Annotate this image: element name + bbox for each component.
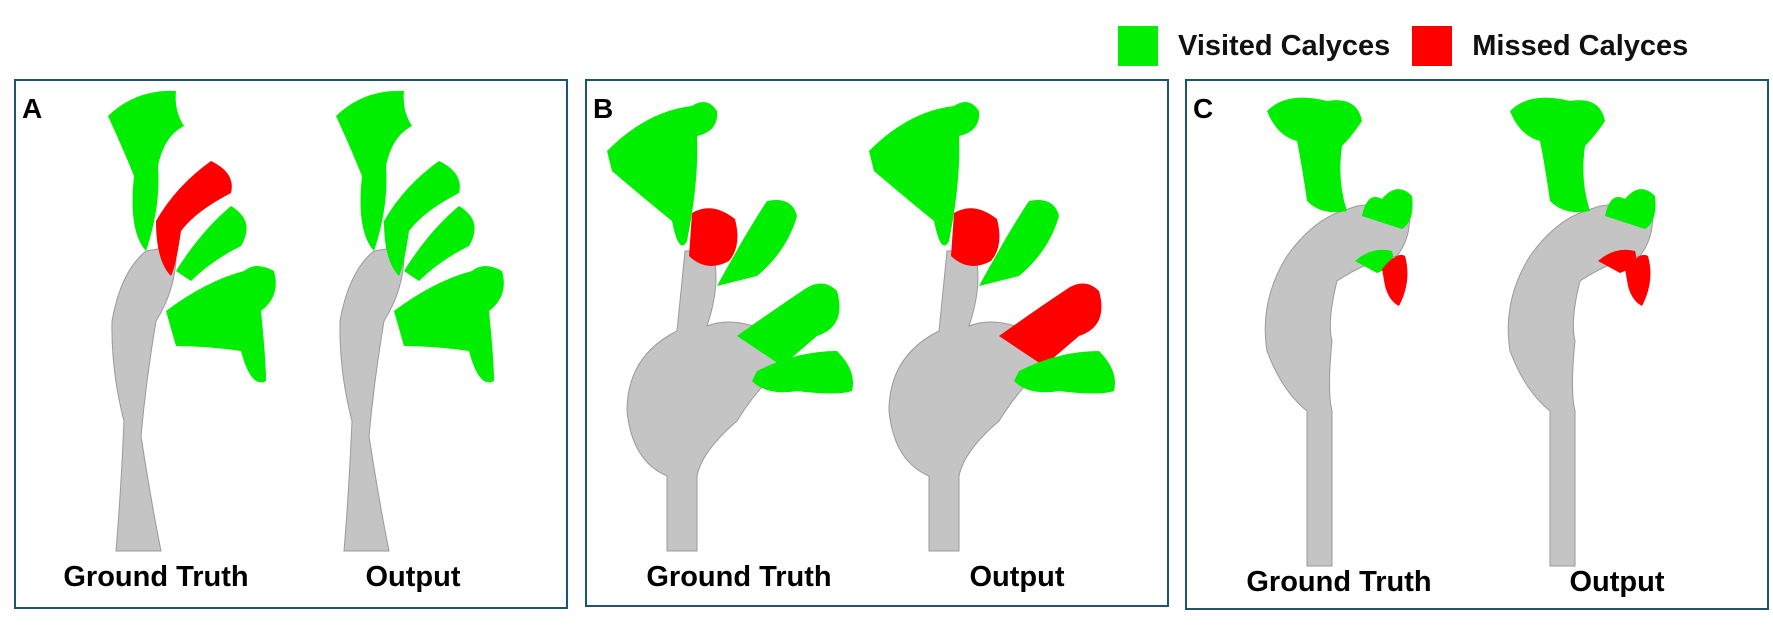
panel-c-ground-truth-caption: Ground Truth (1246, 566, 1432, 598)
panel-b-ground-truth-caption: Ground Truth (646, 561, 832, 593)
panel-c-letter: C (1193, 93, 1214, 124)
panel-a-output-caption: Output (365, 561, 461, 593)
panel-b-models (607, 102, 1115, 552)
panel-b-output-model (869, 102, 1115, 552)
panel-c-ground-truth-model (1264, 97, 1413, 567)
panel-b-output-caption: Output (969, 561, 1065, 593)
visited-label: Visited Calyces (1178, 29, 1391, 62)
missed-swatch (1412, 26, 1453, 66)
legend-item-missed: Missed Calyces (1412, 26, 1688, 66)
legend: Visited Calyces Missed Calyces (1118, 24, 1710, 68)
panel-c-models (1264, 97, 1656, 567)
visited-swatch (1118, 26, 1158, 66)
panel-c-output-caption: Output (1569, 566, 1665, 598)
legend-item-visited: Visited Calyces (1118, 26, 1390, 66)
panel-b: B Ground Truth Output (585, 79, 1169, 607)
panel-b-ground-truth-model (607, 102, 853, 552)
missed-label: Missed Calyces (1472, 29, 1689, 62)
panel-a-output-model (336, 90, 504, 552)
panel-a-ground-truth-model (108, 90, 276, 552)
panel-a-letter: A (22, 93, 43, 124)
panel-a-models (108, 90, 504, 552)
panel-a: A Ground Truth Output (14, 79, 568, 609)
panel-c-output-model (1507, 97, 1656, 567)
panel-a-ground-truth-caption: Ground Truth (63, 561, 249, 593)
panel-b-letter: B (593, 93, 614, 124)
panel-c: C Ground Truth Output (1185, 79, 1769, 610)
